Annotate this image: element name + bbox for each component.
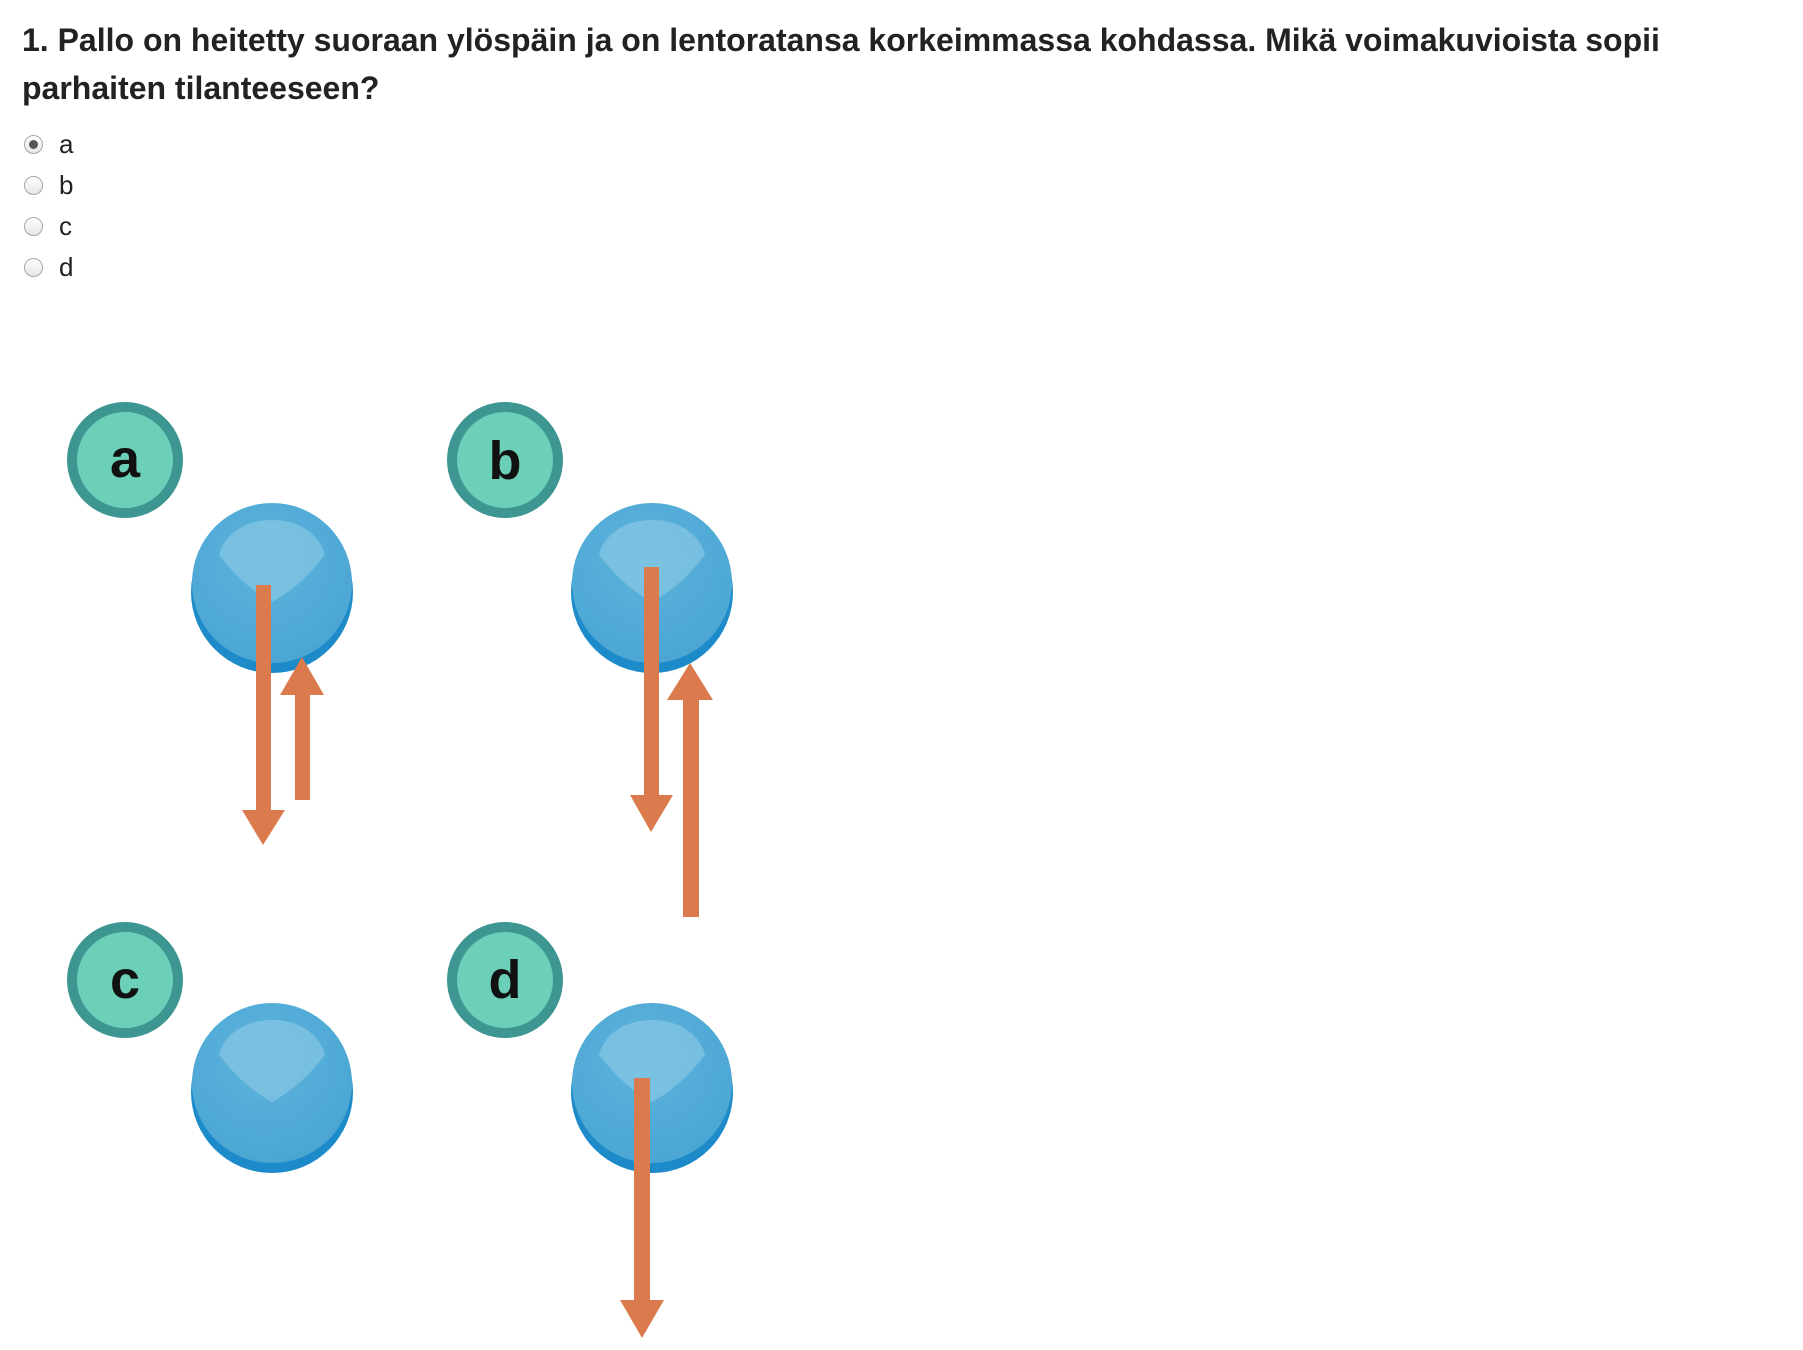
- option-c[interactable]: c: [24, 206, 73, 247]
- radio-button-a[interactable]: [24, 135, 43, 154]
- option-label-a[interactable]: a: [59, 129, 73, 160]
- badge-b: b: [447, 402, 563, 518]
- answer-options: a b c d: [24, 124, 73, 288]
- badge-a: a: [67, 402, 183, 518]
- badge-letter-b: b: [489, 431, 522, 491]
- badge-letter-d: d: [489, 950, 522, 1010]
- radio-button-d[interactable]: [24, 258, 43, 277]
- arrow-up-a: [280, 657, 324, 800]
- option-b[interactable]: b: [24, 165, 73, 206]
- option-label-c[interactable]: c: [59, 211, 72, 242]
- badge-letter-c: c: [110, 950, 140, 1010]
- ball-d: [571, 1003, 733, 1173]
- panel-b: b: [447, 402, 733, 917]
- option-d[interactable]: d: [24, 247, 73, 288]
- badge-letter-a: a: [110, 429, 141, 489]
- panel-a: a: [67, 402, 353, 845]
- option-a[interactable]: a: [24, 124, 73, 165]
- panel-c: c: [67, 922, 353, 1173]
- arrow-up-b: [667, 663, 713, 917]
- radio-button-b[interactable]: [24, 176, 43, 195]
- option-label-d[interactable]: d: [59, 252, 73, 283]
- force-diagram-figure: a b: [0, 370, 760, 1345]
- radio-button-c[interactable]: [24, 217, 43, 236]
- ball-a: [191, 503, 353, 673]
- option-label-b[interactable]: b: [59, 170, 73, 201]
- panel-d: d: [447, 922, 733, 1338]
- ball-c: [191, 1003, 353, 1173]
- question-text: 1. Pallo on heitetty suoraan ylöspäin ja…: [22, 16, 1782, 112]
- badge-c: c: [67, 922, 183, 1038]
- badge-d: d: [447, 922, 563, 1038]
